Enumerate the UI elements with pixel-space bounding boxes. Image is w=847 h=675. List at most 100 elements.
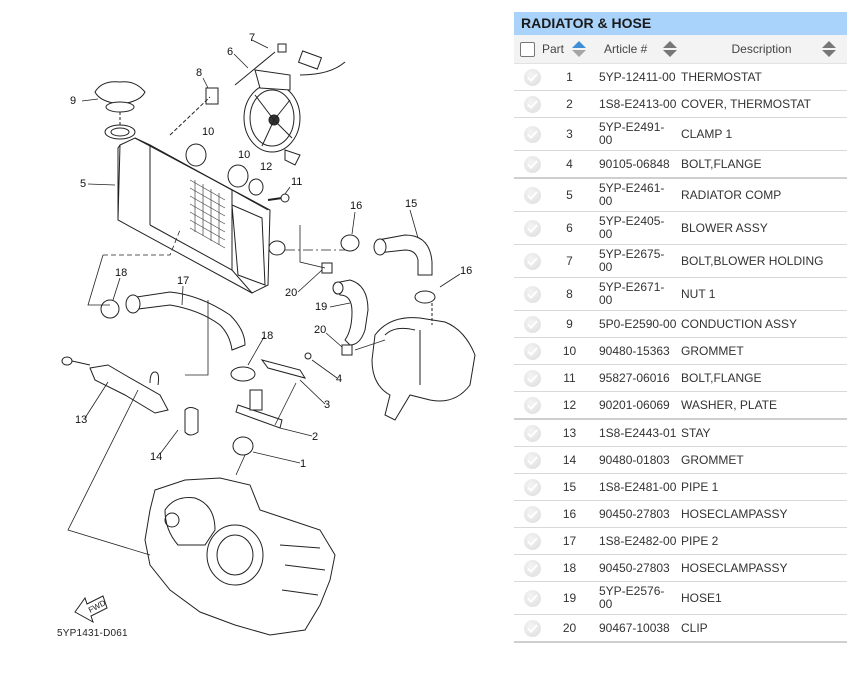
- part-number: 11: [563, 371, 576, 385]
- table-row[interactable]: 20 90467-10038 CLIP: [514, 615, 847, 643]
- row-select[interactable]: [514, 619, 550, 637]
- table-row[interactable]: 16 90450-27803 HOSECLAMPASSY: [514, 501, 847, 528]
- table-row[interactable]: 8 5YP-E2671-00 NUT 1: [514, 278, 847, 311]
- row-select[interactable]: [514, 559, 550, 577]
- table-row[interactable]: 19 5YP-E2576-00 HOSE1: [514, 582, 847, 615]
- checkmark-icon[interactable]: [523, 424, 541, 442]
- row-select[interactable]: [514, 451, 550, 469]
- article-number: 5YP-E2675-00: [599, 247, 665, 274]
- article-number: 5YP-E2576-00: [599, 584, 665, 611]
- table-row[interactable]: 3 5YP-E2491-00 CLAMP 1: [514, 118, 847, 151]
- part-description: COVER, THERMOSTAT: [681, 96, 812, 111]
- part-number: 15: [562, 480, 577, 494]
- table-row[interactable]: 11 95827-06016 BOLT,FLANGE: [514, 365, 847, 392]
- column-header-description[interactable]: Description: [683, 41, 847, 57]
- part-description: BLOWER ASSY: [681, 220, 768, 235]
- checkmark-icon[interactable]: [523, 285, 541, 303]
- sort-icon[interactable]: [663, 41, 678, 57]
- row-select[interactable]: [514, 186, 550, 204]
- checkmark-icon[interactable]: [523, 252, 541, 270]
- checkmark-icon[interactable]: [523, 505, 541, 523]
- table-row[interactable]: 15 1S8-E2481-00 PIPE 1: [514, 474, 847, 501]
- select-all-checkbox[interactable]: [520, 41, 535, 57]
- row-select[interactable]: [514, 532, 550, 550]
- checkmark-icon[interactable]: [523, 532, 541, 550]
- part-number: 10: [562, 344, 577, 358]
- checkmark-icon[interactable]: [523, 186, 541, 204]
- part-description: HOSE1: [681, 590, 722, 605]
- article-number: 1S8-E2482-00: [599, 533, 677, 548]
- checkmark-icon[interactable]: [523, 369, 541, 387]
- table-row[interactable]: 13 1S8-E2443-01 STAY: [514, 420, 847, 447]
- part-description: CLAMP 1: [681, 126, 733, 141]
- part-description: STAY: [681, 425, 711, 440]
- article-number: 5YP-E2491-00: [599, 120, 665, 147]
- checkmark-icon[interactable]: [523, 95, 541, 113]
- table-row[interactable]: 5 5YP-E2461-00 RADIATOR COMP: [514, 179, 847, 212]
- table-row[interactable]: 7 5YP-E2675-00 BOLT,BLOWER HOLDING: [514, 245, 847, 278]
- callout-16b: 16: [460, 265, 473, 277]
- checkmark-icon[interactable]: [523, 125, 541, 143]
- checkmark-icon[interactable]: [523, 396, 541, 414]
- row-select[interactable]: [514, 505, 550, 523]
- checkmark-icon[interactable]: [523, 559, 541, 577]
- exploded-view-drawing: [61, 39, 476, 636]
- table-row[interactable]: 6 5YP-E2405-00 BLOWER ASSY: [514, 212, 847, 245]
- checkmark-icon[interactable]: [523, 219, 541, 237]
- parts-panel: RADIATOR & HOSE Part Article # Descripti…: [514, 12, 847, 643]
- row-select[interactable]: [514, 252, 550, 270]
- row-select[interactable]: [514, 342, 550, 360]
- stay-bracket: [61, 356, 199, 436]
- row-select[interactable]: [514, 95, 550, 113]
- sort-active-icon[interactable]: [572, 41, 587, 57]
- part-number: 7: [566, 254, 573, 268]
- radiator-cap: [94, 81, 146, 140]
- checkmark-icon[interactable]: [523, 589, 541, 607]
- row-select[interactable]: [514, 369, 550, 387]
- row-select[interactable]: [514, 589, 550, 607]
- column-label-description: Description: [731, 42, 792, 56]
- callout-7: 7: [249, 32, 256, 44]
- row-select[interactable]: [514, 285, 550, 303]
- part-number: 1: [566, 70, 573, 84]
- article-number: 1S8-E2443-01: [599, 425, 677, 440]
- row-select[interactable]: [514, 315, 550, 333]
- row-select[interactable]: [514, 155, 550, 173]
- table-row[interactable]: 4 90105-06848 BOLT,FLANGE: [514, 151, 847, 179]
- checkmark-icon[interactable]: [523, 478, 541, 496]
- table-row[interactable]: 2 1S8-E2413-00 COVER, THERMOSTAT: [514, 91, 847, 118]
- table-row[interactable]: 14 90480-01803 GROMMET: [514, 447, 847, 474]
- table-row[interactable]: 17 1S8-E2482-00 PIPE 2: [514, 528, 847, 555]
- checkmark-icon[interactable]: [523, 315, 541, 333]
- part-number: 20: [562, 621, 577, 635]
- checkmark-icon[interactable]: [523, 342, 541, 360]
- row-select[interactable]: [514, 396, 550, 414]
- part-number: 17: [562, 534, 577, 548]
- checkmark-icon[interactable]: [523, 451, 541, 469]
- part-number: 4: [566, 157, 573, 171]
- part-description: BOLT,FLANGE: [681, 156, 762, 171]
- callout-14: 14: [150, 451, 163, 463]
- callout-17: 17: [177, 275, 190, 287]
- part-number: 18: [562, 561, 577, 575]
- table-row[interactable]: 10 90480-15363 GROMMET: [514, 338, 847, 365]
- callout-18b: 18: [261, 330, 274, 342]
- column-header-part[interactable]: Part: [514, 41, 601, 57]
- checkmark-icon[interactable]: [523, 155, 541, 173]
- row-select[interactable]: [514, 219, 550, 237]
- row-select[interactable]: [514, 125, 550, 143]
- table-row[interactable]: 9 5P0-E2590-00 CONDUCTION ASSY: [514, 311, 847, 338]
- table-row[interactable]: 18 90450-27803 HOSECLAMPASSY: [514, 555, 847, 582]
- article-number: 90480-01803: [599, 452, 670, 467]
- row-select[interactable]: [514, 424, 550, 442]
- row-select[interactable]: [514, 478, 550, 496]
- part-description: CLIP: [681, 620, 708, 635]
- sort-icon[interactable]: [821, 41, 836, 57]
- row-select[interactable]: [514, 68, 550, 86]
- table-row[interactable]: 12 90201-06069 WASHER, PLATE: [514, 392, 847, 420]
- table-row[interactable]: 1 5YP-12411-00 THERMOSTAT: [514, 64, 847, 91]
- checkmark-icon[interactable]: [523, 68, 541, 86]
- callout-18a: 18: [115, 267, 128, 279]
- column-header-article[interactable]: Article #: [601, 41, 683, 57]
- checkmark-icon[interactable]: [523, 619, 541, 637]
